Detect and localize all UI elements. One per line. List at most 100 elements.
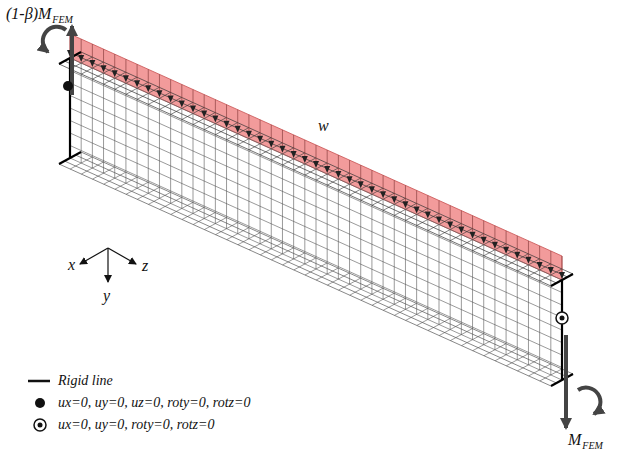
legend-roller-sample bbox=[34, 419, 46, 431]
load-line bbox=[383, 175, 384, 191]
load-line bbox=[125, 59, 126, 75]
load-arrowhead bbox=[369, 186, 375, 193]
load-line bbox=[405, 185, 406, 201]
load-line bbox=[394, 180, 395, 196]
load-arrowhead bbox=[537, 262, 543, 269]
support-roller bbox=[556, 312, 568, 324]
load-line bbox=[550, 251, 551, 267]
load-line bbox=[114, 54, 115, 70]
load-arrowhead bbox=[112, 70, 118, 77]
load-line bbox=[181, 84, 182, 100]
load-arrowhead bbox=[212, 116, 218, 123]
rigid-line bbox=[59, 152, 81, 164]
load-line bbox=[316, 145, 317, 161]
load-line bbox=[215, 100, 216, 116]
mesh-line bbox=[81, 52, 573, 274]
symbol-label: x bbox=[68, 257, 75, 273]
load-line bbox=[483, 221, 484, 237]
mesh-line bbox=[65, 61, 557, 283]
load-line bbox=[159, 74, 160, 90]
load-arrowhead bbox=[302, 156, 308, 163]
load-arrowhead bbox=[246, 131, 252, 138]
support-roller bbox=[560, 316, 565, 321]
symbol-label: z bbox=[142, 258, 148, 274]
load-line bbox=[260, 120, 261, 136]
load-arrowhead bbox=[134, 80, 140, 87]
load-line bbox=[528, 241, 529, 257]
symbol-label: (1-β)M bbox=[6, 6, 51, 22]
load-line bbox=[304, 140, 305, 156]
load-arrowhead bbox=[481, 237, 487, 244]
load-arrowhead bbox=[347, 176, 353, 183]
axis-arrow bbox=[108, 248, 136, 264]
mesh-line bbox=[70, 108, 562, 330]
symbol-label: w bbox=[318, 118, 329, 134]
mesh-line bbox=[70, 71, 562, 293]
symbol-label: y bbox=[103, 288, 110, 304]
mesh-line bbox=[59, 164, 551, 386]
load-arrowhead bbox=[123, 75, 129, 82]
load-line bbox=[226, 105, 227, 121]
mesh-line bbox=[65, 161, 557, 383]
mesh-line bbox=[70, 133, 562, 355]
load-line bbox=[193, 90, 194, 106]
load-line bbox=[293, 135, 294, 151]
mesh-line bbox=[70, 83, 562, 305]
load-arrowhead bbox=[291, 151, 297, 158]
mesh-line bbox=[70, 121, 562, 343]
mesh-line bbox=[76, 155, 568, 377]
load-line bbox=[439, 201, 440, 217]
load-arrowhead bbox=[179, 100, 185, 107]
legend-text: ux=0, uy=0, uz=0, roty=0, rotz=0 bbox=[58, 396, 250, 410]
load-arrowhead bbox=[190, 106, 196, 113]
load-line bbox=[461, 211, 462, 227]
load-arrowhead bbox=[492, 242, 498, 249]
force-arrow bbox=[564, 335, 568, 428]
load-arrowhead bbox=[335, 171, 341, 178]
load-line bbox=[349, 160, 350, 176]
load-arrowhead bbox=[391, 196, 397, 203]
rigid-line bbox=[561, 280, 563, 380]
load-arrowhead bbox=[414, 206, 420, 213]
load-arrowhead bbox=[279, 146, 285, 153]
subscript-label: FEM bbox=[52, 15, 73, 25]
load-arrowhead bbox=[458, 227, 464, 234]
load-line bbox=[450, 206, 451, 222]
legend-roller-sample bbox=[38, 423, 43, 428]
load-arrowhead bbox=[514, 252, 520, 259]
mesh-line bbox=[70, 58, 562, 280]
load-line bbox=[494, 226, 495, 242]
load-line bbox=[237, 110, 238, 126]
load-arrowhead bbox=[78, 55, 84, 62]
mesh-line bbox=[70, 158, 562, 380]
load-line bbox=[371, 170, 372, 186]
rigid-line bbox=[551, 374, 573, 386]
load-line bbox=[338, 155, 339, 171]
load-arrowhead bbox=[503, 247, 509, 254]
load-line bbox=[148, 69, 149, 85]
load-line bbox=[506, 231, 507, 247]
fem-mesh bbox=[59, 34, 573, 386]
load-line bbox=[517, 236, 518, 252]
symbol-label: M bbox=[568, 432, 581, 448]
rigid-line bbox=[551, 274, 573, 286]
load-arrowhead bbox=[324, 166, 330, 173]
mesh-line bbox=[70, 146, 562, 368]
load-line bbox=[103, 49, 104, 65]
load-arrowhead bbox=[380, 191, 386, 198]
load-arrowhead bbox=[402, 201, 408, 208]
legend-text: Rigid line bbox=[58, 374, 113, 388]
load-arrowhead bbox=[235, 126, 241, 133]
axis-arrow bbox=[107, 248, 108, 282]
load-arrowhead bbox=[358, 181, 364, 188]
load-line bbox=[271, 125, 272, 141]
mesh-line bbox=[70, 96, 562, 318]
distributed-load bbox=[70, 34, 562, 280]
load-line bbox=[282, 130, 283, 146]
load-line bbox=[360, 165, 361, 181]
load-arrowhead bbox=[525, 257, 531, 264]
axis-arrow bbox=[80, 248, 108, 264]
load-line bbox=[92, 44, 93, 60]
load-arrowhead bbox=[313, 161, 319, 168]
load-line bbox=[562, 256, 563, 272]
